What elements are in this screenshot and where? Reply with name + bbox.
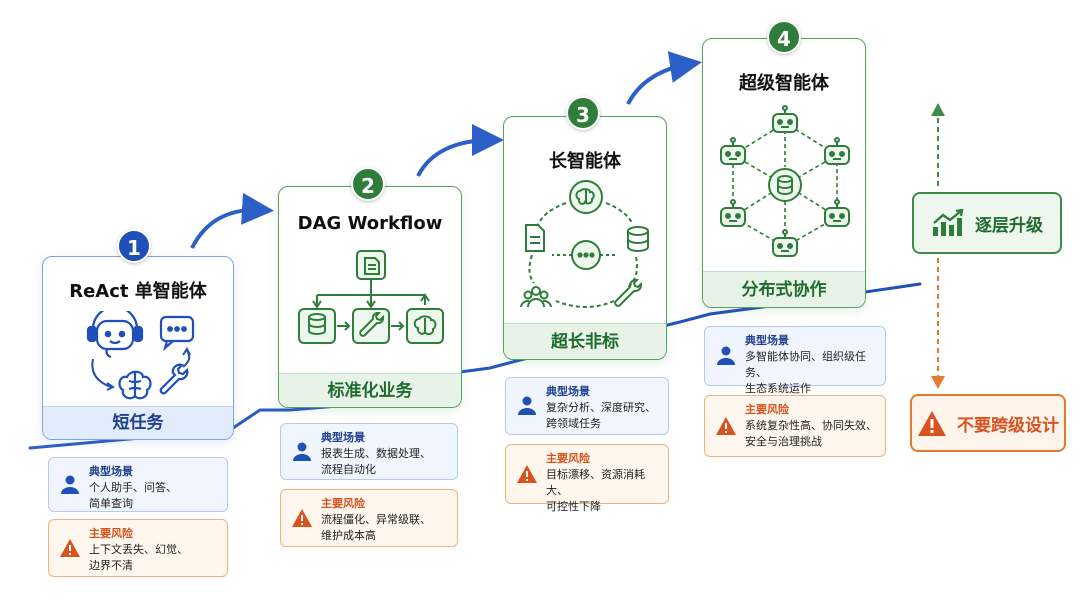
warning-icon bbox=[60, 539, 80, 557]
stage-1-risk-text: 上下文丢失、幻觉、 边界不清 bbox=[89, 543, 188, 572]
stage-3-scene-title: 典型场景 bbox=[546, 385, 590, 398]
warning-icon bbox=[716, 417, 736, 435]
wrench-icon bbox=[352, 308, 390, 344]
stage-2-risk-text: 流程僵化、异常级联、 维护成本高 bbox=[321, 513, 431, 542]
person-icon bbox=[518, 396, 536, 415]
staircase-line bbox=[28, 282, 922, 450]
stage-4-title: 超级智能体 bbox=[739, 73, 829, 94]
stage-4-number-badge: 4 bbox=[767, 20, 801, 54]
central-database-icon bbox=[768, 168, 802, 202]
stage-4-scene-box: 典型场景 多智能体协同、组织级任务、 生态系统运作 bbox=[704, 326, 886, 395]
stage-2-risk-title: 主要风险 bbox=[321, 497, 365, 510]
stage-4-risk-text: 系统复杂性高、协同失效、 安全与治理挑战 bbox=[745, 419, 877, 448]
person-icon bbox=[717, 346, 735, 365]
stage-3-risk-box: 主要风险 目标漂移、资源消耗大、 可控性下降 bbox=[505, 444, 669, 513]
stage-2-risk-box: 主要风险 流程僵化、异常级联、 维护成本高 bbox=[280, 489, 458, 547]
stage-1-card: ReAct 单智能体 bbox=[42, 256, 234, 440]
stage-2-dag-illustration bbox=[298, 250, 444, 344]
robot-headset-icon bbox=[86, 311, 144, 359]
stage-4-scene-title: 典型场景 bbox=[745, 334, 789, 347]
person-icon bbox=[61, 475, 79, 494]
stage-2-card: DAG Workflow 标准化业务 bbox=[278, 186, 462, 408]
stage-3-loop-illustration bbox=[520, 180, 649, 308]
document-icon bbox=[525, 224, 545, 252]
stage-3-risk-title: 主要风险 bbox=[546, 452, 590, 465]
arrow-1-to-2 bbox=[190, 192, 274, 249]
stage-3-title: 长智能体 bbox=[549, 151, 621, 172]
stage-4-risk-title: 主要风险 bbox=[745, 403, 789, 416]
stage-4-risk-box: 主要风险 系统复杂性高、协同失效、 安全与治理挑战 bbox=[704, 395, 886, 457]
stage-1-risk-box: 主要风险 上下文丢失、幻觉、 边界不清 bbox=[48, 519, 228, 577]
stage-1-illustration bbox=[86, 311, 195, 400]
brain-icon bbox=[118, 370, 152, 400]
warning-box: 不要跨级设计 bbox=[910, 394, 1066, 452]
stage-3-scene-text: 复杂分析、深度研究、 跨领域任务 bbox=[546, 401, 656, 430]
database-icon bbox=[627, 226, 649, 236]
stage-3-card: 长智能体 超 bbox=[503, 116, 667, 360]
arrow-3-to-4 bbox=[626, 51, 702, 105]
stage-1-scene-title: 典型场景 bbox=[89, 465, 133, 478]
stage-1-footer: 短任务 bbox=[43, 406, 233, 439]
stage-4-footer: 分布式协作 bbox=[703, 271, 865, 307]
stage-2-scene-title: 典型场景 bbox=[321, 431, 365, 444]
wrench-icon bbox=[614, 278, 643, 307]
warning-icon bbox=[918, 410, 946, 436]
stage-4-card: 超级智能体 分布式协作 bbox=[702, 38, 866, 308]
warning-label: 不要跨级设计 bbox=[957, 415, 1059, 436]
stage-1-scene-text: 个人助手、问答、 简单查询 bbox=[89, 481, 177, 510]
stage-3-risk-text: 目标漂移、资源消耗大、 可控性下降 bbox=[546, 468, 645, 513]
person-icon bbox=[293, 442, 311, 461]
stage-4-network-illustration bbox=[720, 105, 850, 257]
stage-2-footer: 标准化业务 bbox=[279, 373, 461, 407]
wrench-icon bbox=[159, 363, 189, 395]
chat-bubble-icon bbox=[159, 315, 195, 352]
stage-1-risk-title: 主要风险 bbox=[89, 527, 133, 540]
stage-1-scene-box: 典型场景 个人助手、问答、 简单查询 bbox=[48, 457, 228, 512]
team-icon bbox=[520, 286, 552, 308]
stage-2-scene-text: 报表生成、数据处理、 流程自动化 bbox=[321, 447, 431, 476]
stage-2-title: DAG Workflow bbox=[297, 213, 443, 234]
stage-1-number-badge: 1 bbox=[117, 229, 151, 263]
warning-icon bbox=[292, 509, 312, 527]
stage-1-title: ReAct 单智能体 bbox=[69, 281, 207, 302]
stage-3-footer: 超长非标 bbox=[504, 323, 666, 359]
robot-icons bbox=[720, 105, 850, 257]
stage-3-number-badge: 3 bbox=[566, 96, 600, 130]
upgrade-box: 逐层升级 bbox=[912, 192, 1062, 254]
upgrade-label: 逐层升级 bbox=[975, 215, 1043, 236]
stage-2-number-badge: 2 bbox=[351, 167, 385, 201]
warning-icon bbox=[517, 465, 537, 483]
stage-2-scene-box: 典型场景 报表生成、数据处理、 流程自动化 bbox=[280, 423, 458, 480]
stage-4-scene-text: 多智能体协同、组织级任务、 生态系统运作 bbox=[745, 350, 866, 395]
stage-3-scene-box: 典型场景 复杂分析、深度研究、 跨领域任务 bbox=[505, 377, 669, 435]
arrow-2-to-3 bbox=[416, 124, 504, 177]
growth-chart-icon bbox=[933, 209, 964, 236]
